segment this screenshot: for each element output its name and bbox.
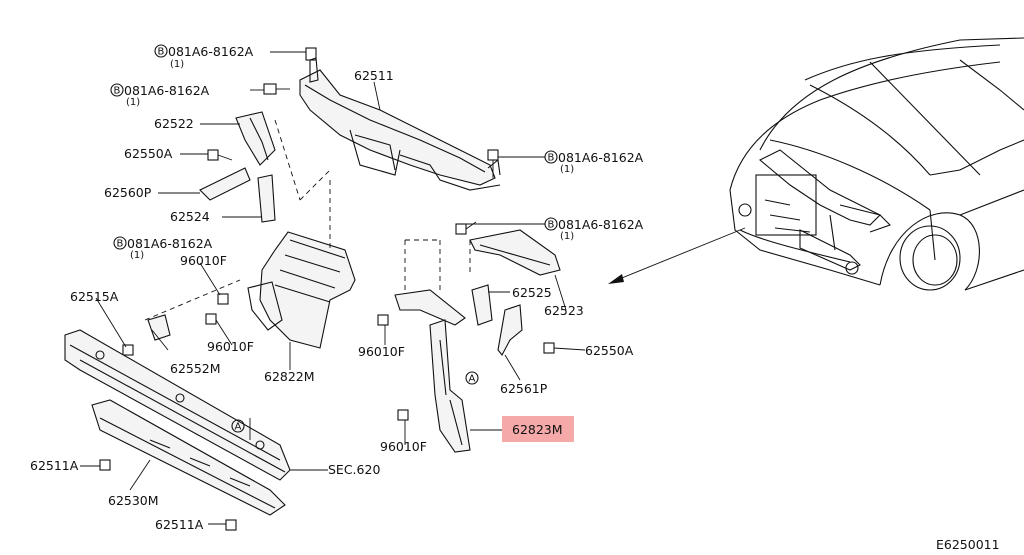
marker-b-1: B: [158, 47, 165, 58]
air-guide-62822M: [247, 180, 356, 349]
label-62523: 62523: [544, 303, 584, 318]
label-96010F-a: 96010F: [180, 253, 227, 268]
label-62515A: 62515A: [70, 289, 119, 304]
label-62552M: 62552M: [170, 361, 221, 376]
label-62550A-left: 62550A: [124, 146, 173, 161]
label-bolt-081A6-8162A-top: 081A6-8162A: [168, 44, 254, 59]
label-62560P: 62560P: [104, 185, 152, 200]
marker-b-3: B: [548, 153, 555, 164]
label-62823M: 62823M: [512, 422, 563, 437]
label-62561P: 62561P: [500, 381, 548, 396]
label-sec620: SEC.620: [328, 462, 380, 477]
label-62525: 62525: [512, 285, 552, 300]
label-62524: 62524: [170, 209, 210, 224]
qty-label: (1): [170, 59, 184, 70]
qty-label: (1): [130, 250, 144, 261]
label-bolt-081A6-8162A-2: 081A6-8162A: [124, 83, 210, 98]
label-bolt-081A6-8162A-3: 081A6-8162A: [558, 150, 644, 165]
marker-b-4: B: [548, 220, 555, 231]
leader-lines: [80, 51, 586, 525]
label-62511A-bottom: 62511A: [155, 517, 204, 532]
label-62522: 62522: [154, 116, 194, 131]
label-bolt-081A6-8162A-4: 081A6-8162A: [558, 217, 644, 232]
lower-beam: [64, 279, 291, 516]
marker-a-right: A: [469, 374, 476, 385]
label-96010F-c: 96010F: [358, 344, 405, 359]
label-62530M: 62530M: [108, 493, 159, 508]
qty-label: (1): [560, 231, 574, 242]
vehicle-illustration: [608, 37, 1024, 291]
upper-support-62511: [299, 47, 501, 191]
right-brackets: [394, 229, 561, 453]
label-62511A-top: 62511A: [30, 458, 79, 473]
diagram-id: E6250011: [936, 537, 1000, 552]
label-62511: 62511: [354, 68, 394, 83]
circled-a-markers: [231, 371, 479, 433]
marker-b-2: B: [114, 86, 121, 97]
label-bolt-081A6-8162A-5: 081A6-8162A: [127, 236, 213, 251]
label-62550A-right: 62550A: [585, 343, 634, 358]
marker-a-left: A: [235, 422, 242, 433]
qty-label: (1): [126, 97, 140, 108]
label-96010F-d: 96010F: [380, 439, 427, 454]
left-brackets: [199, 111, 331, 223]
bolt-icon: [99, 83, 555, 531]
circled-b-markers: [110, 44, 558, 250]
highlight-62823M: [502, 416, 574, 442]
qty-label: (1): [560, 164, 574, 175]
label-96010F-b: 96010F: [207, 339, 254, 354]
label-62822M: 62822M: [264, 369, 315, 384]
marker-b-5: B: [117, 239, 124, 250]
